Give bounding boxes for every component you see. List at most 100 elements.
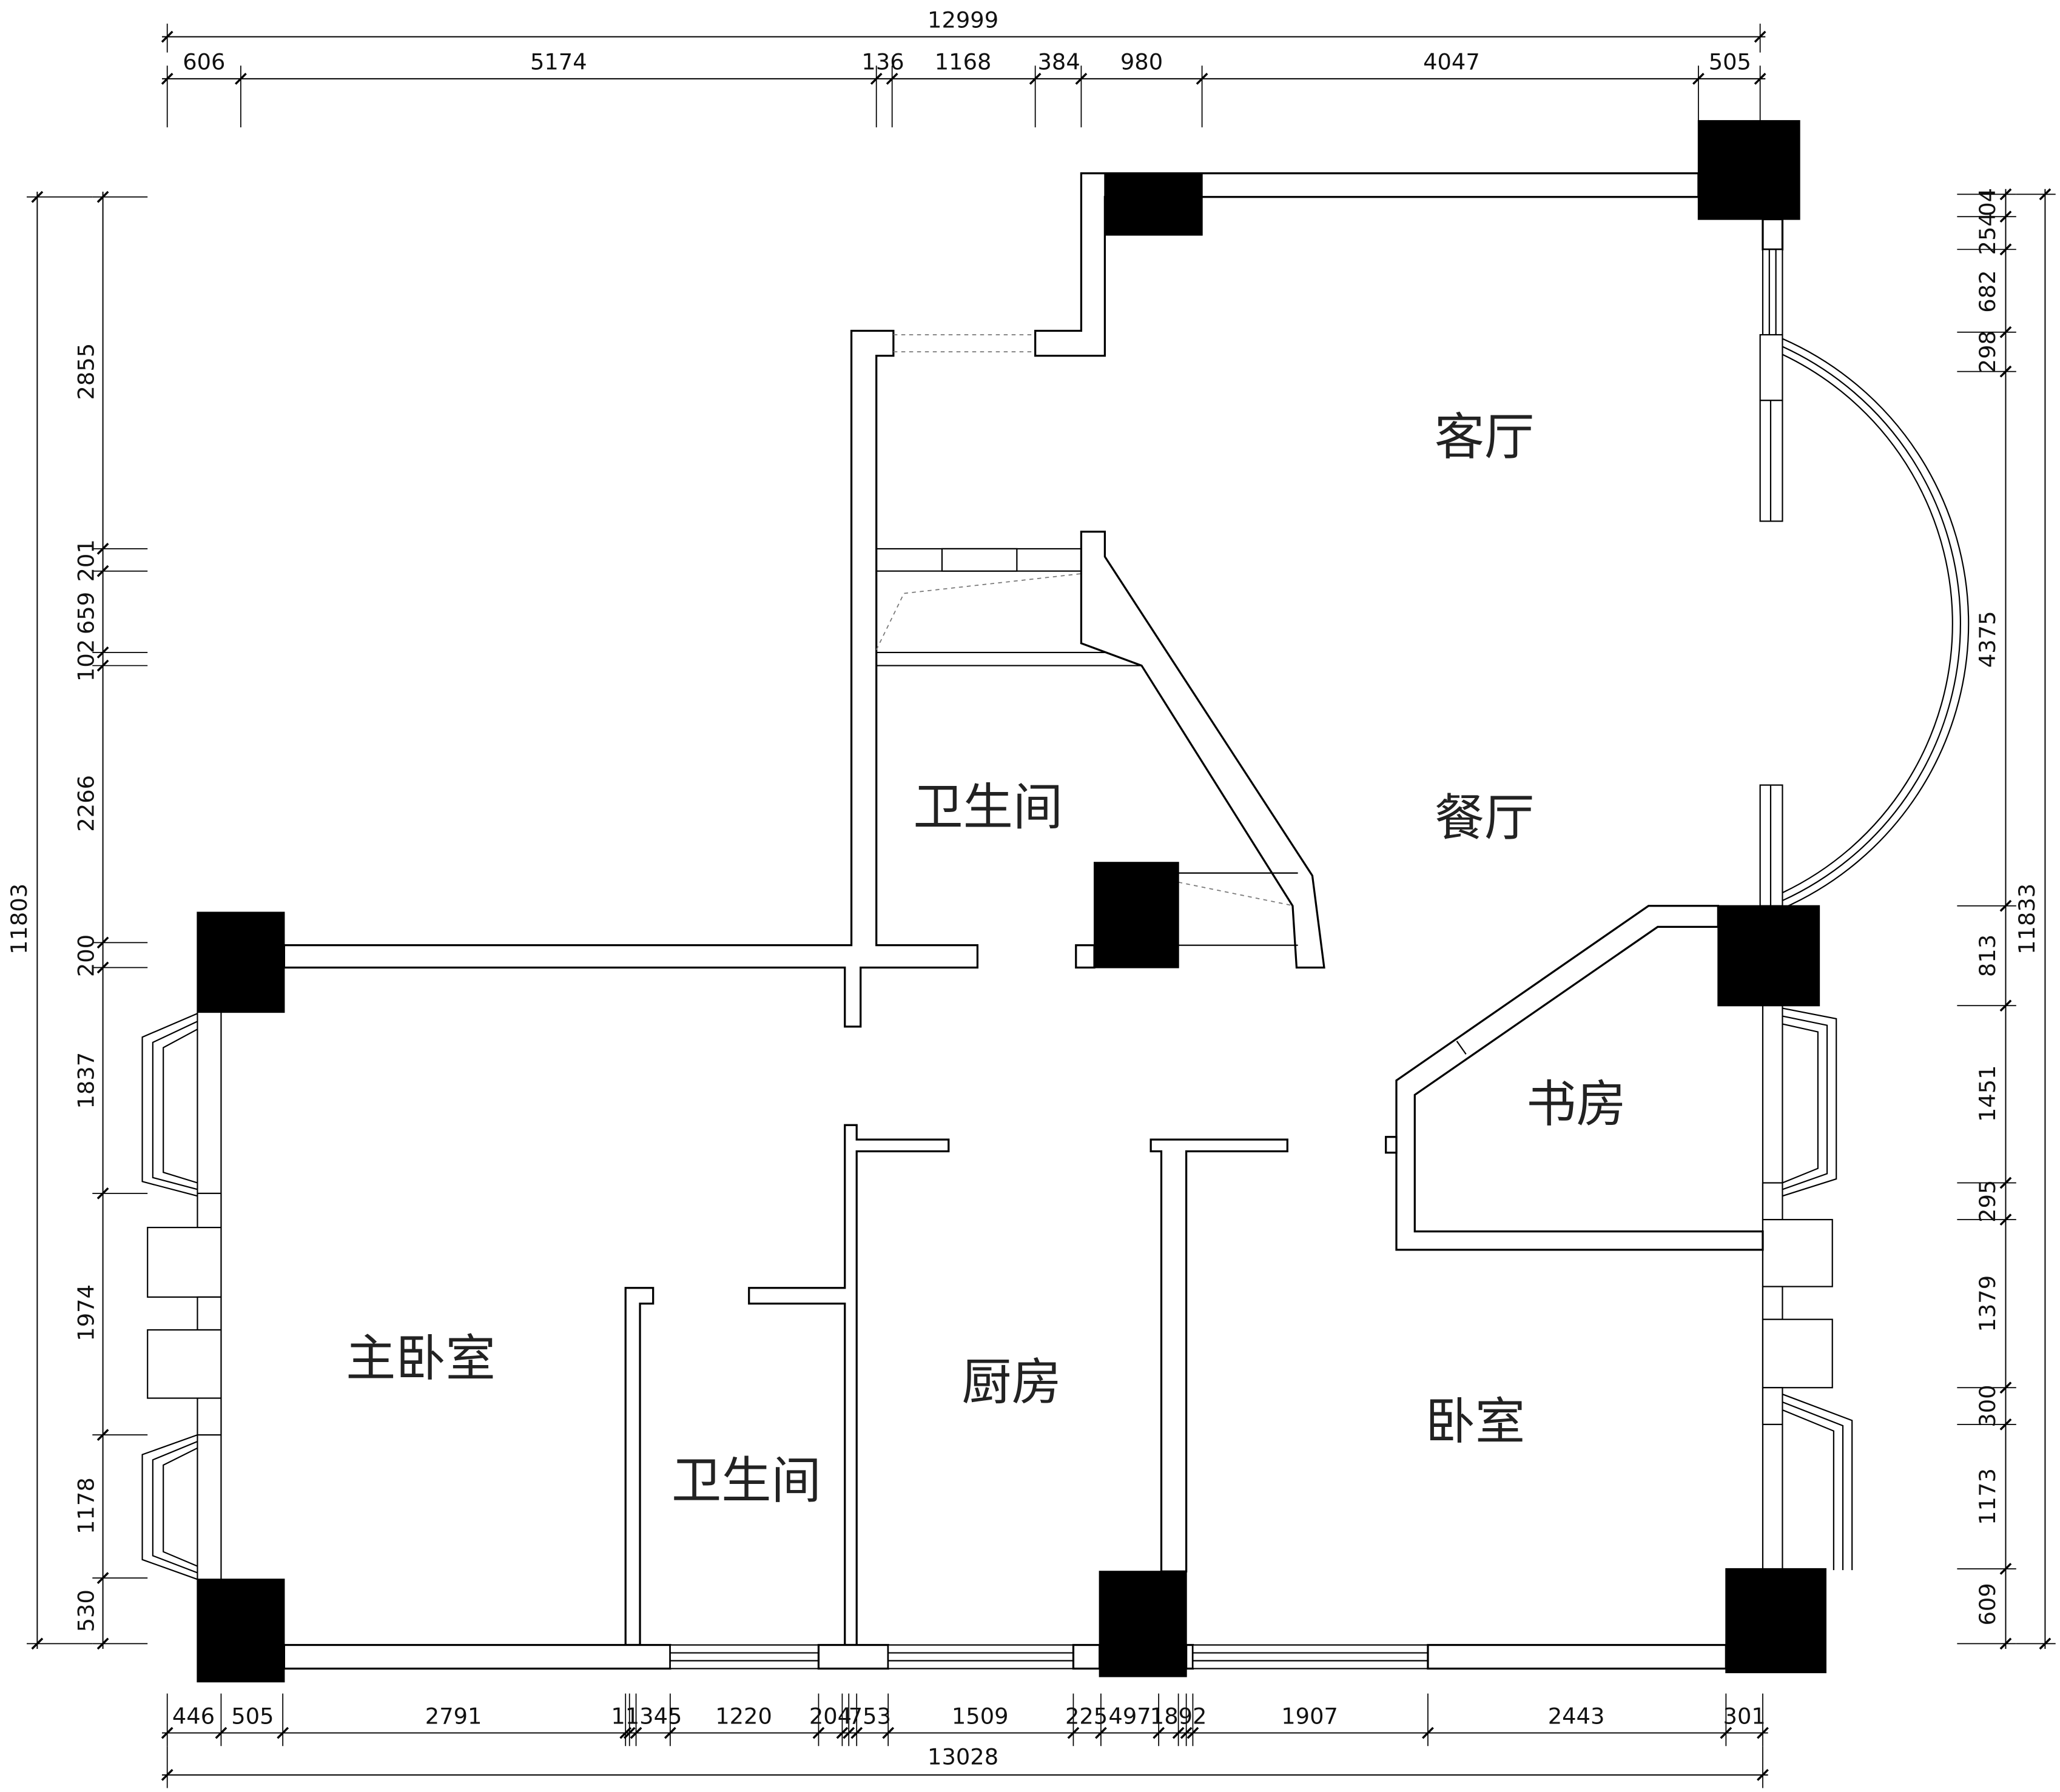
dimension-tick [664, 1727, 676, 1739]
dimension-label: 04 [1974, 188, 2001, 216]
dimension-tick [1095, 1727, 1107, 1739]
curved-bay-window [1782, 338, 1970, 910]
left-window-box [147, 1227, 222, 1298]
dimension-tick [870, 73, 883, 85]
dimension-tick [161, 30, 173, 43]
left-window-frame [197, 1296, 222, 1331]
dimension-label: 1837 [73, 1052, 99, 1109]
dimension-tick [235, 73, 247, 85]
room-label-master-bedroom: 主卧室 [346, 1331, 496, 1388]
wall-stub [1075, 944, 1096, 969]
dimension-tick [1999, 1637, 2012, 1650]
left-window-box [147, 1329, 222, 1399]
fixture-rect [941, 548, 1018, 572]
dimension-tick [1999, 1563, 2012, 1575]
dimension-label: 980 [1120, 49, 1163, 75]
column [1725, 1568, 1826, 1674]
dimension-label: 301 [1723, 1703, 1766, 1729]
dimension-overall-top: 12999 [927, 7, 998, 33]
dimension-tick [2039, 188, 2052, 201]
right-bay-window [1782, 1401, 1844, 1571]
dimension-tick [1999, 365, 2012, 378]
dimension-label: 1509 [952, 1703, 1009, 1729]
right-bay-window [1782, 1409, 1834, 1571]
dimension-tick [1999, 1213, 2012, 1226]
dimension-label: 609 [1974, 1583, 2001, 1625]
dimension-tick [1999, 1381, 2012, 1394]
room-label-bathroom-upper: 卫生间 [913, 779, 1063, 837]
dimension-label: 200 [73, 935, 99, 977]
dimension-label: 1907 [1281, 1703, 1338, 1729]
dimension-label: 2855 [73, 343, 99, 400]
right-window-box [1762, 1219, 1833, 1287]
dimension-label: 5174 [530, 49, 587, 75]
dimension-tick [1692, 73, 1705, 85]
dimension-label: 300 [1974, 1384, 2001, 1427]
dimension-tick [1153, 1727, 1165, 1739]
dimension-label: 1173 [1974, 1468, 2001, 1525]
dimension-tick [886, 73, 898, 85]
bottom-wall [1427, 1643, 1727, 1670]
column [197, 1579, 285, 1683]
bottom-wall [283, 1643, 672, 1670]
dimension-tick [1720, 1727, 1732, 1739]
central-wall [283, 329, 979, 1028]
dimension-label: 1178 [73, 1477, 99, 1534]
dimension-tick [161, 73, 173, 85]
dimension-label: 11345 [611, 1703, 682, 1729]
right-window-frame [1762, 1286, 1783, 1320]
column [1099, 1571, 1187, 1677]
dimension-label: 2443 [1548, 1703, 1605, 1729]
dimension-tick [96, 543, 109, 555]
dimension-tick [1999, 1176, 2012, 1189]
dimension-tick [1422, 1727, 1434, 1739]
dimension-tick [1999, 243, 2012, 256]
dimension-label: 682 [1974, 270, 2001, 312]
room-label-bathroom-lower: 卫生间 [672, 1452, 821, 1510]
dimension-tick [1754, 73, 1766, 85]
dimension-label: 204 [809, 1703, 852, 1729]
dimension-label: 446 [172, 1703, 215, 1729]
right-window-frame [1762, 1182, 1783, 1221]
curved-bay-window [1782, 346, 1961, 902]
dimension-label: 530 [73, 1589, 99, 1632]
left-bay-window [163, 1447, 198, 1567]
room-label-study: 书房 [1526, 1076, 1626, 1133]
dimension-tick [882, 1727, 895, 1739]
dimension-tick [1999, 999, 2012, 1012]
column [197, 911, 285, 1013]
walls [141, 172, 1970, 1670]
dimension-label: 1974 [73, 1284, 99, 1341]
kitchen-right-wall [1149, 1138, 1288, 1572]
wall-stub [1385, 1136, 1398, 1154]
dimension-label: 136 [861, 49, 904, 75]
right-bay-window [1782, 1007, 1837, 1197]
left-bay-window [141, 1013, 198, 1197]
dimension-tick [630, 1727, 642, 1739]
room-label-living-room: 客厅 [1435, 409, 1535, 466]
dimension-tick [96, 659, 109, 672]
right-bay-window [1782, 1023, 1819, 1184]
dimension-label: 1168 [935, 49, 992, 75]
dimension-tick [1999, 899, 2012, 912]
column [1697, 120, 1800, 220]
dimension-tick [2039, 1637, 2052, 1650]
diagonal-wall [1080, 531, 1325, 969]
dimension-tick [31, 1637, 44, 1650]
dimension-tick [161, 1727, 173, 1739]
dimension-tick [843, 1727, 855, 1739]
left-bay-window [152, 1440, 198, 1574]
room-label-dining-room: 餐厅 [1435, 790, 1535, 847]
dimension-tick [96, 1429, 109, 1441]
dimension-tick [96, 1637, 109, 1650]
dimension-tick [1999, 188, 2012, 201]
bottom-window [1192, 1644, 1429, 1670]
kitchen-left-wall [748, 1124, 950, 1646]
dimension-label: 1379 [1974, 1275, 2001, 1332]
dimension-tick [1757, 1768, 1769, 1781]
dimension-tick [96, 646, 109, 659]
dimension-overall-left: 11803 [6, 884, 32, 955]
dimension-label: 1220 [715, 1703, 772, 1729]
dimension-label: 497 [1108, 1703, 1151, 1729]
dimension-label: 254 [1974, 212, 2001, 255]
